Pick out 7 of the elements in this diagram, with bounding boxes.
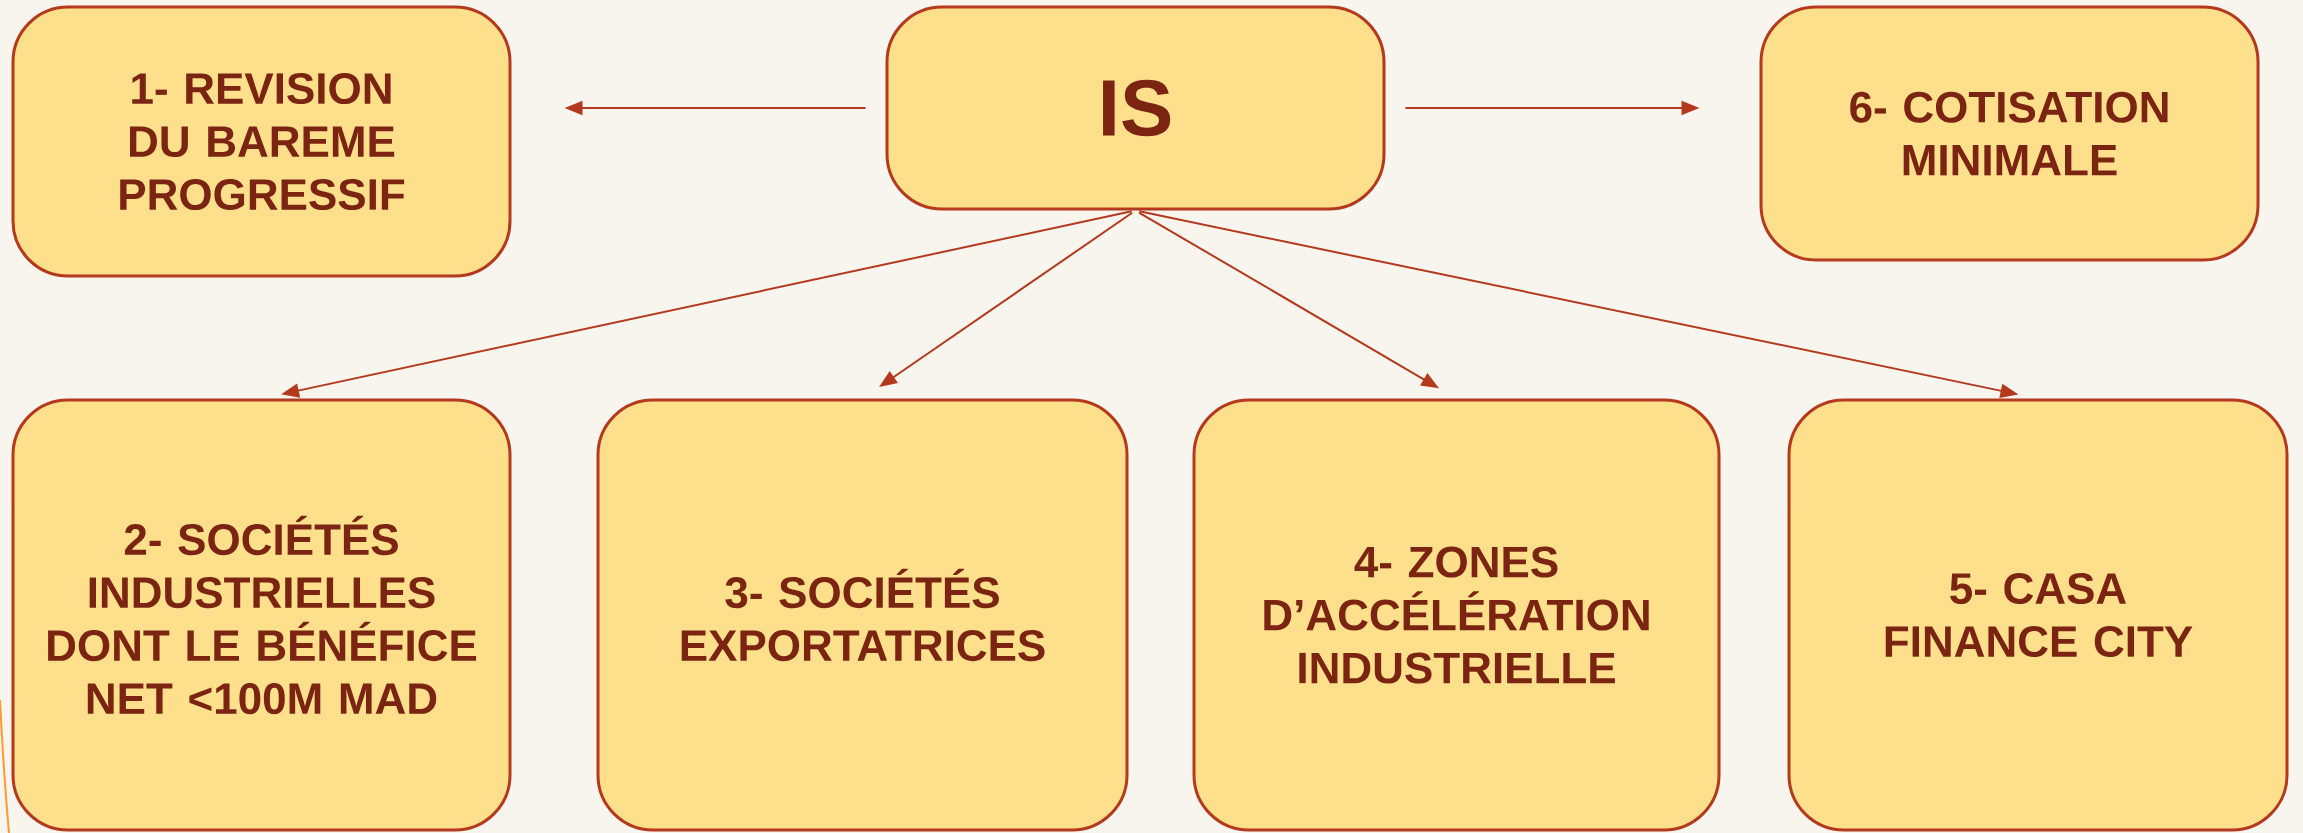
measure-box: 5- CASA FINANCE CITY [1787,398,2289,832]
measure-box: 4- ZONES D’ACCÉLÉRATION INDUSTRIELLE [1192,398,1721,832]
measure-box: 6- COTISATION MINIMALE [1759,5,2260,262]
measure-box: 1- REVISION DU BAREME PROGRESSIF [11,5,512,278]
measure-box: 2- SOCIÉTÉS INDUSTRIELLES DONT LE BÉNÉFICE NET <100M MAD [11,398,512,832]
measure-box: 3- SOCIÉTÉS EXPORTATRICES [596,398,1129,832]
topic-box: IS [885,5,1386,211]
